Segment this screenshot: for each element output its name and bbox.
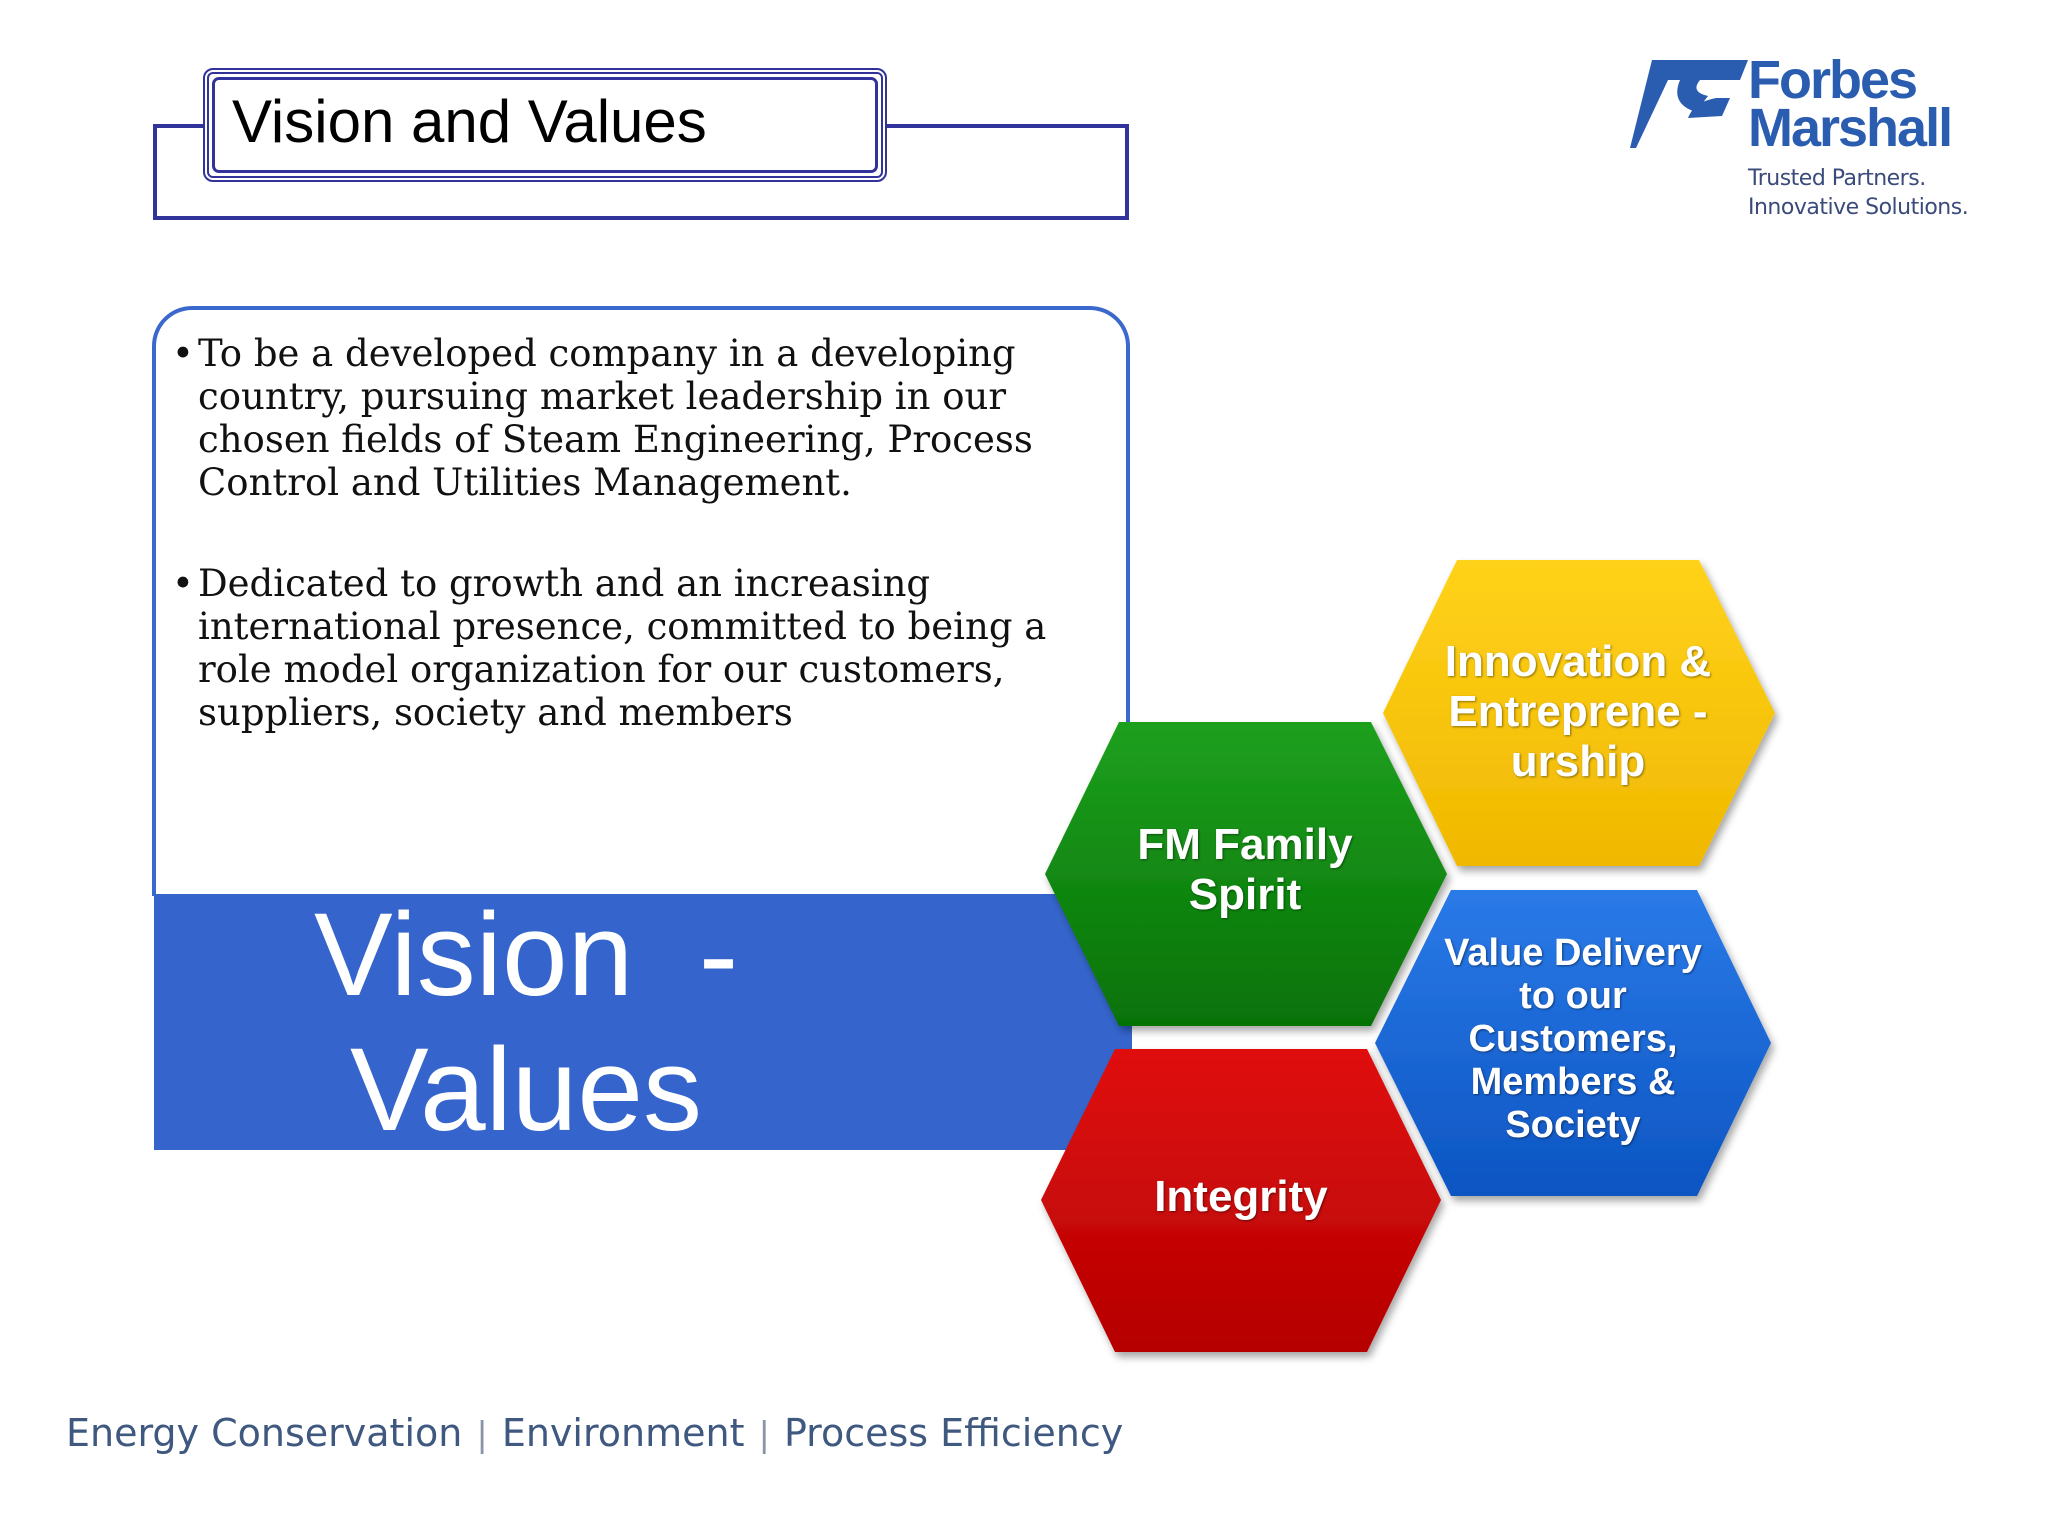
- value-label-line: Innovation &: [1444, 637, 1712, 686]
- logo-tagline-2: Innovative Solutions.: [1748, 195, 1969, 220]
- fm-logo-mark-icon: [1630, 60, 1748, 148]
- footer-item: Environment: [501, 1411, 745, 1455]
- slide-title: Vision and Values: [232, 88, 707, 155]
- logo-wordmark: Forbes Marshall: [1748, 50, 1953, 158]
- value-label-innovation: Innovation & Entreprene - urship: [1418, 637, 1738, 787]
- vision-point-text: Dedicated to growth and an increasing in…: [198, 562, 1047, 734]
- value-label-value-delivery: Value Delivery to our Customers, Members…: [1428, 932, 1718, 1147]
- hex-fm-family-spirit: [1045, 722, 1447, 1026]
- hex-integrity: [1041, 1049, 1441, 1352]
- logo-tagline-1: Trusted Partners.: [1748, 166, 1926, 191]
- value-label-line: Spirit: [1188, 870, 1302, 919]
- logo-line-marshall: Marshall: [1748, 98, 1953, 158]
- value-label-integrity: Integrity: [1101, 1172, 1381, 1222]
- footer-separator: |: [758, 1415, 770, 1455]
- value-label-line: FM Family: [1137, 820, 1353, 869]
- value-label-line: Members &: [1470, 1061, 1676, 1103]
- logo-line-forbes: Forbes: [1748, 50, 1918, 110]
- bullet-icon: •: [172, 332, 194, 375]
- forbes-marshall-logo: Forbes Marshall Trusted Partners. Innova…: [1630, 50, 1970, 232]
- footer-item: Process Efficiency: [783, 1411, 1124, 1455]
- vision-box: [152, 306, 1130, 896]
- vision-values-banner: [154, 894, 1132, 1150]
- footer-tagline: Energy Conservation | Environment | Process …: [66, 1408, 1123, 1460]
- vision-point-text: To be a developed company in a developin…: [198, 332, 1033, 504]
- hex-value-delivery: [1375, 890, 1771, 1196]
- bullet-icon: •: [172, 562, 194, 605]
- value-label-fm-family-spirit: FM Family Spirit: [1105, 820, 1385, 920]
- value-label-line: Value Delivery: [1444, 932, 1702, 974]
- banner-line-1: Vision -: [314, 889, 739, 1021]
- title-frame-inner: [203, 68, 887, 182]
- value-label-line: Society: [1505, 1104, 1641, 1146]
- value-label-line: Customers,: [1468, 1018, 1678, 1060]
- footer-separator: |: [476, 1415, 488, 1455]
- logo-tagline: Trusted Partners. Innovative Solutions.: [1748, 164, 1969, 222]
- vision-point: • Dedicated to growth and an increasing …: [172, 562, 1092, 734]
- value-label-line: to our: [1519, 975, 1627, 1017]
- value-label-line: Entreprene -: [1448, 687, 1708, 736]
- banner-line-2: Values: [350, 1024, 703, 1156]
- value-label-line: urship: [1510, 737, 1646, 786]
- vision-point: • To be a developed company in a develop…: [172, 332, 1092, 504]
- hex-innovation: [1383, 560, 1775, 866]
- vision-list: • To be a developed company in a develop…: [172, 332, 1092, 792]
- value-label-line: Integrity: [1154, 1172, 1328, 1221]
- footer-item: Energy Conservation: [66, 1411, 463, 1455]
